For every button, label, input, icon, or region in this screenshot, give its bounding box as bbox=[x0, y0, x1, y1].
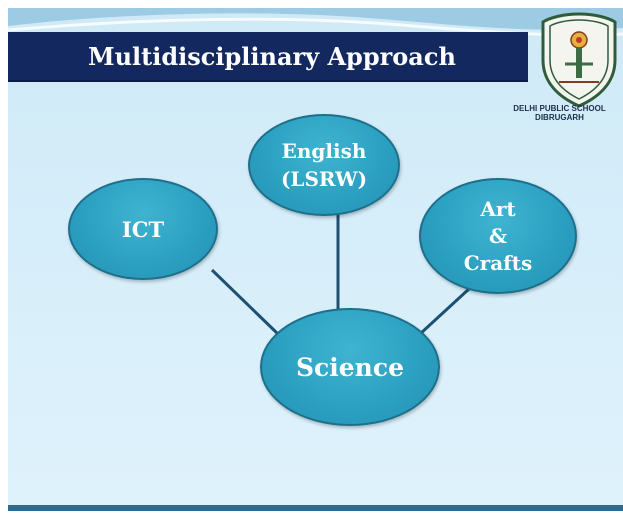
slide-title: Multidisciplinary Approach bbox=[88, 41, 456, 71]
school-crest-logo bbox=[541, 12, 617, 108]
slide: Multidisciplinary Approach DELHI PUBLIC … bbox=[8, 8, 623, 511]
school-name-line2: DIBRUGARH bbox=[535, 113, 584, 122]
node-science-label: Science bbox=[296, 352, 404, 382]
node-art-crafts-label: Art & Crafts bbox=[463, 196, 533, 275]
node-english: English (LSRW) bbox=[248, 114, 400, 216]
school-name-line1: DELHI PUBLIC SCHOOL bbox=[513, 104, 606, 113]
school-name: DELHI PUBLIC SCHOOL DIBRUGARH bbox=[496, 104, 623, 122]
connector-ict-science bbox=[210, 268, 280, 336]
node-art-crafts: Art & Crafts bbox=[419, 178, 577, 294]
node-science: Science bbox=[260, 308, 440, 426]
node-english-label: English (LSRW) bbox=[280, 139, 368, 191]
node-ict: ICT bbox=[68, 178, 218, 280]
connector-art-science bbox=[418, 286, 472, 336]
node-ict-label: ICT bbox=[121, 216, 165, 242]
bottom-bar bbox=[8, 505, 623, 511]
title-bar: Multidisciplinary Approach bbox=[8, 32, 528, 82]
connector-lines bbox=[210, 214, 472, 336]
